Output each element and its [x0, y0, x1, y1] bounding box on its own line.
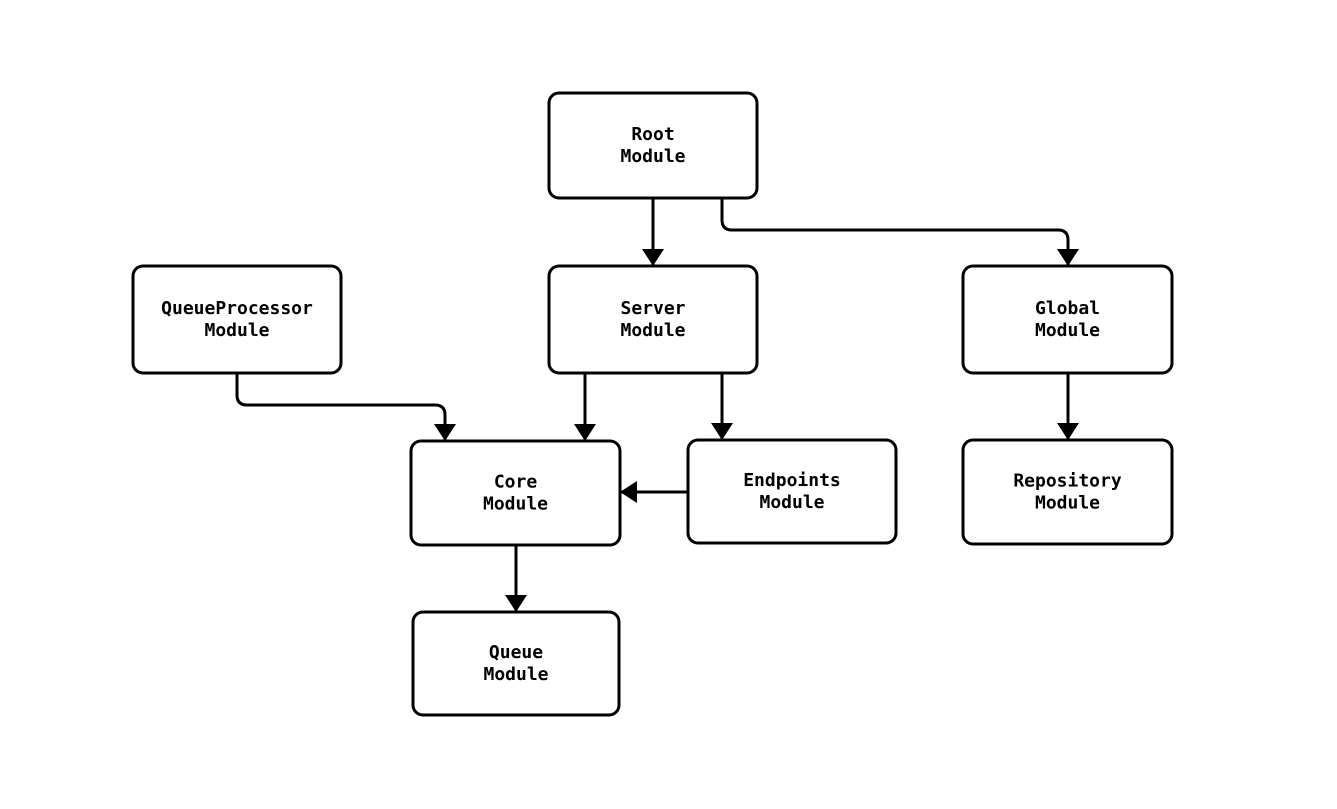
node-label-line: Module [1035, 320, 1100, 341]
node-box [547, 91, 759, 200]
node-label-line: Module [759, 492, 824, 513]
edge-root-to-global [720, 198, 1079, 266]
node-label-line: Global [1035, 298, 1100, 319]
node-label-line: Core [494, 472, 538, 493]
node-label-line: Module [483, 494, 548, 515]
node-box [411, 610, 621, 717]
node-label-line: QueueProcessor [161, 298, 313, 319]
edges-layer [235, 198, 1079, 612]
node-label-line: Root [631, 124, 674, 145]
node-box [961, 438, 1174, 546]
node-label-line: Module [620, 146, 685, 167]
nodes-layer: RootModuleQueueProcessorModuleServerModu… [131, 91, 1174, 717]
node-label-line: Repository [1013, 471, 1122, 492]
node-box [547, 264, 759, 375]
edge-queueprocessor-to-core [235, 373, 456, 441]
node-label-line: Server [620, 298, 685, 319]
node-box [409, 439, 622, 547]
node-box [961, 264, 1174, 375]
node-label-line: Queue [489, 642, 543, 663]
node-box [131, 264, 343, 375]
node-label-line: Endpoints [743, 470, 841, 491]
node-label-line: Module [1035, 493, 1100, 514]
node-label-line: Module [620, 320, 685, 341]
node-label-line: Module [483, 664, 548, 685]
node-label-line: Module [204, 320, 269, 341]
node-box [686, 438, 898, 545]
